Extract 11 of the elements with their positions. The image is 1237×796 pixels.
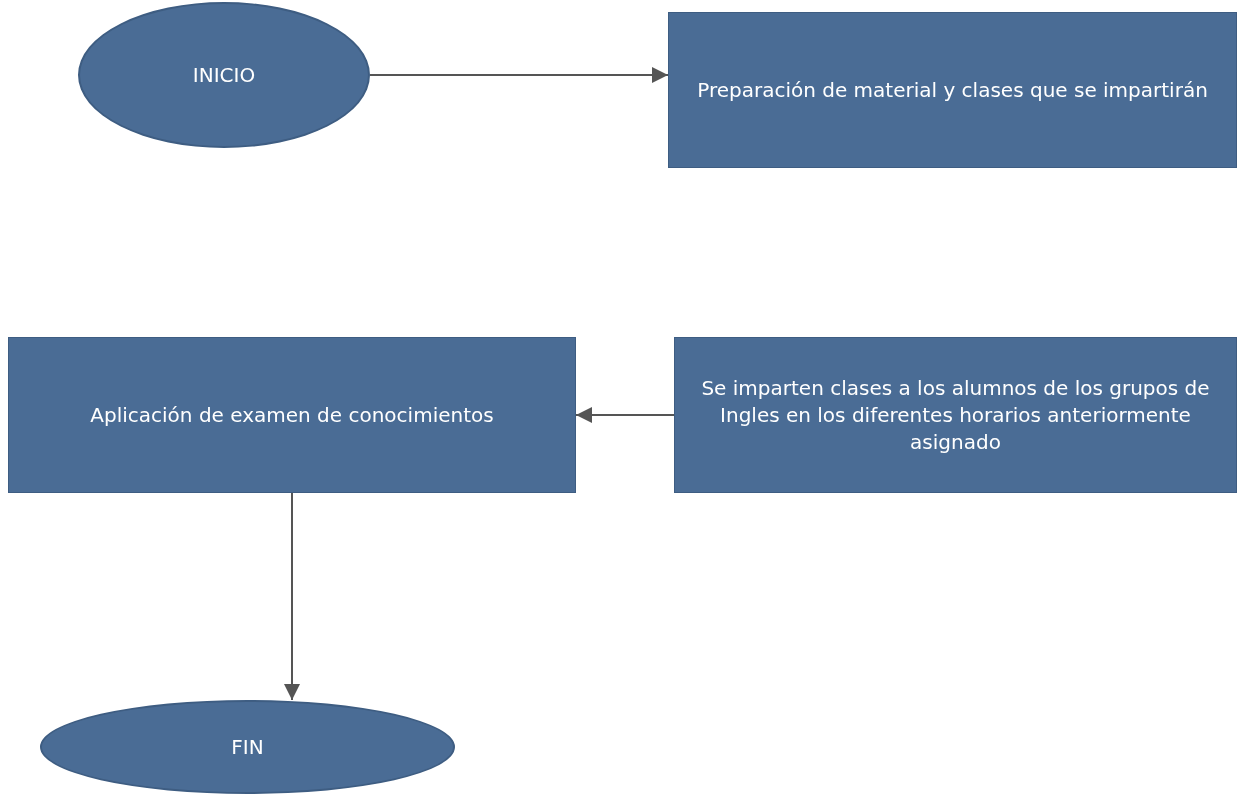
node-text: Se imparten clases a los alumnos de los grupos de Ingles en los diferentes horarios anteriormente asignado xyxy=(700,374,1211,456)
node-text: INICIO xyxy=(192,61,256,89)
arrow xyxy=(575,407,675,423)
process-box xyxy=(8,337,576,493)
node-text: Preparación de material y clases que se impartirán xyxy=(697,76,1208,104)
process-box xyxy=(674,337,1237,493)
process-box xyxy=(668,12,1237,168)
arrow xyxy=(369,67,669,83)
arrow xyxy=(284,492,300,701)
node-text: FIN xyxy=(231,733,264,761)
node-text: Aplicación de examen de conocimientos xyxy=(90,401,494,429)
